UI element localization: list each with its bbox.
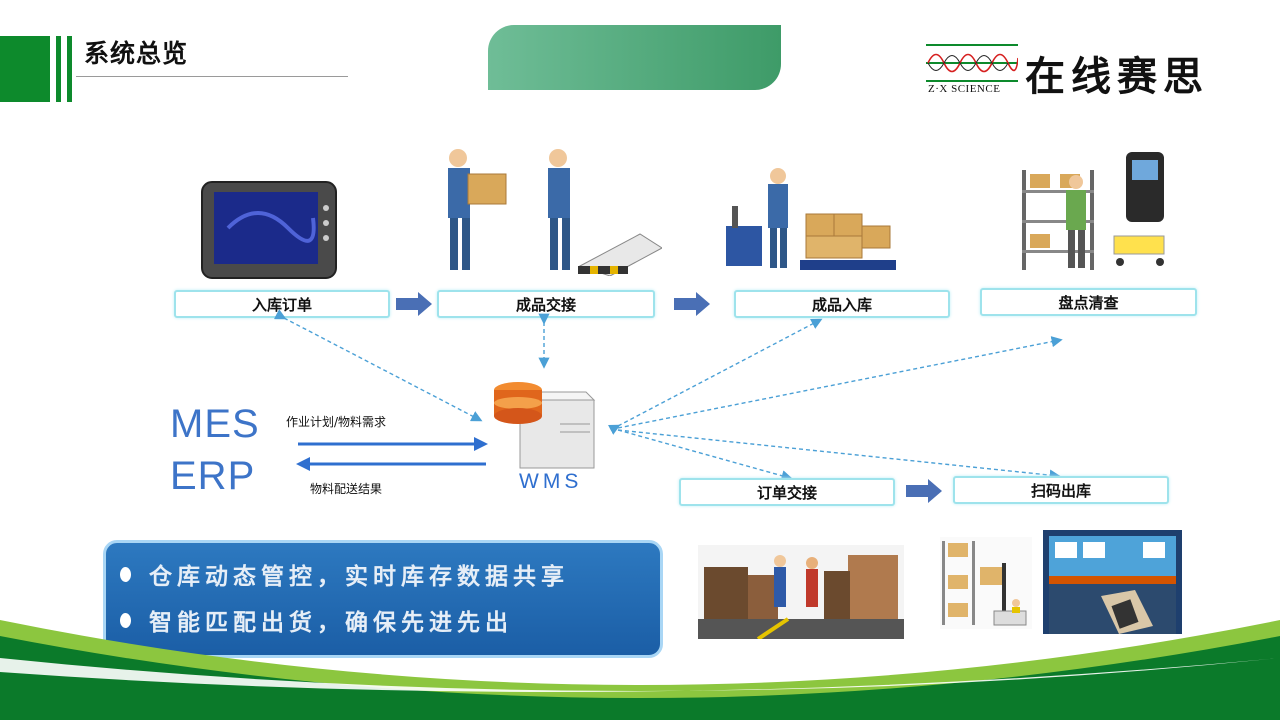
header-green-tab	[488, 25, 781, 90]
bullet-icon	[120, 612, 131, 628]
feature-item: 智能匹配出货，确保先进先出	[120, 603, 513, 637]
step-scan-outbound: 扫码出库	[953, 476, 1169, 504]
warehouse-photo	[698, 545, 904, 639]
feature-panel: 仓库动态管控，实时库存数据共享 智能匹配出货，确保先进先出	[103, 540, 663, 658]
workers-handover-icon	[448, 149, 662, 276]
barcode-scan-photo	[1043, 530, 1182, 634]
two-way-arrows-icon	[296, 437, 488, 471]
step-inventory-check: 盘点清查	[980, 288, 1197, 316]
flow-arrow-icon	[674, 292, 710, 316]
feature-text: 智能匹配出货，确保先进先出	[149, 610, 513, 636]
pallet-jack-worker-icon	[726, 168, 896, 270]
inventory-shelf-icon	[1022, 152, 1165, 270]
page-title: 系统总览	[84, 39, 189, 68]
header-green-stripe	[67, 36, 72, 102]
mes-label: MES	[170, 402, 260, 446]
header-green-stripe	[56, 36, 61, 102]
forklift-photo	[940, 537, 1032, 629]
feature-text: 仓库动态管控，实时库存数据共享	[149, 564, 569, 590]
title-underline	[76, 76, 348, 77]
step-product-warehousing: 成品入库	[734, 290, 950, 318]
bullet-icon	[120, 566, 131, 582]
logo-text: 在线赛思	[1025, 54, 1209, 100]
flow-arrow-icon	[906, 479, 942, 503]
footer-green-wave	[0, 620, 1280, 720]
erp-label: ERP	[170, 454, 256, 498]
wms-server-icon	[494, 382, 596, 469]
logo-subtitle: Z·X SCIENCE	[928, 83, 1001, 95]
from-wms-label: 物料配送结果	[310, 482, 383, 496]
to-wms-label: 作业计划/物料需求	[286, 415, 387, 429]
tablet-device-icon	[201, 181, 337, 279]
logo-wave-icon	[926, 44, 1018, 82]
feature-item: 仓库动态管控，实时库存数据共享	[120, 557, 569, 591]
step-order-handover: 订单交接	[679, 478, 895, 506]
wms-label: WMS	[519, 470, 583, 493]
header-green-block	[0, 36, 50, 102]
